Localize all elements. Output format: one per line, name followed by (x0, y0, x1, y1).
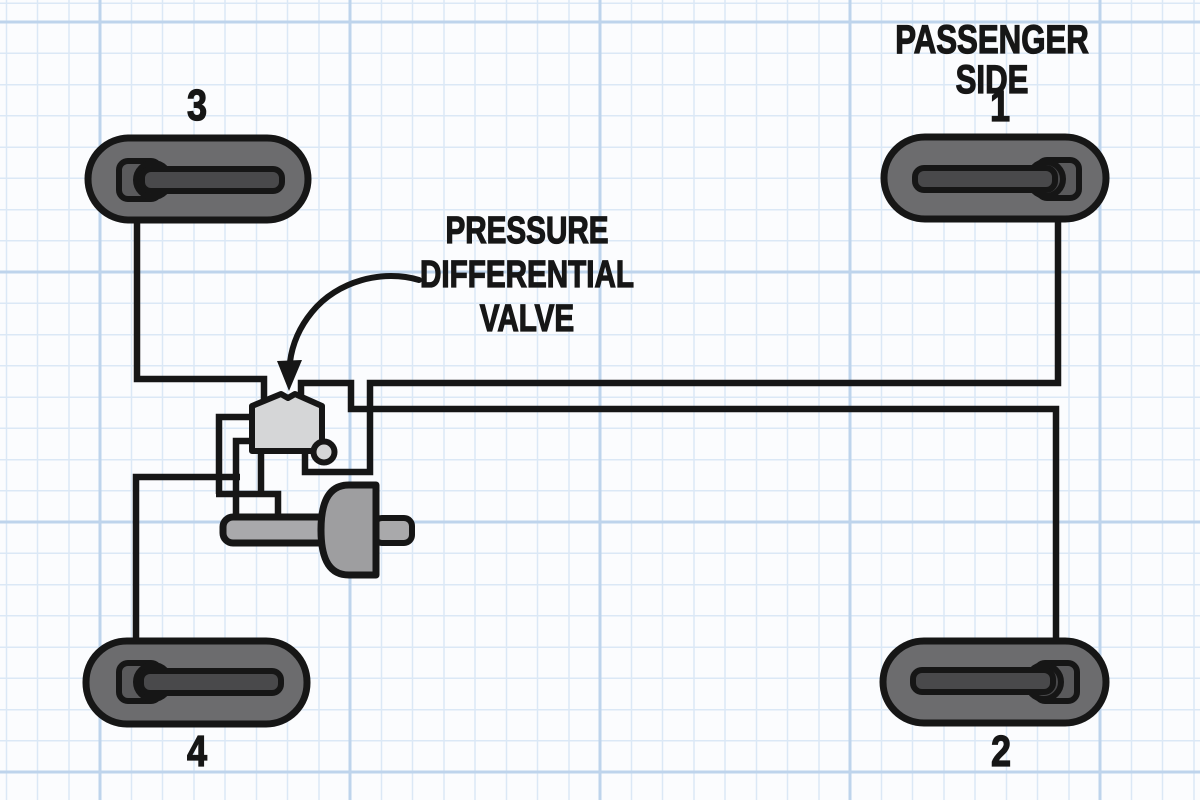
brake-booster (317, 481, 380, 579)
callout-arrow-shaft (287, 273, 422, 365)
wheel-3-label: 3 (186, 81, 208, 130)
master-cylinder (219, 481, 415, 579)
brake-lines (132, 190, 1062, 668)
wheel-2 (879, 637, 1110, 727)
wheel-3-axle-bar (139, 166, 285, 194)
valve-callout-label: PRESSURE DIFFERENTIAL VALVE (419, 209, 635, 340)
valve-body (249, 391, 325, 454)
pressure-differential-valve (249, 391, 338, 466)
wheel-4-label: 4 (186, 727, 208, 776)
brake-line-wheel-2 (297, 379, 1060, 668)
brake-line-wheel-4 (132, 473, 240, 668)
callout-arrow (277, 273, 422, 391)
master-cylinder-outlet (371, 515, 415, 546)
wheel-3 (84, 134, 312, 224)
wheel-4 (82, 637, 311, 728)
valve-port-circle (310, 438, 338, 466)
valve-junction-line-c (232, 437, 253, 517)
wheel-4-axle-bar (138, 668, 284, 696)
wheel-1-axle-bar (912, 165, 1058, 193)
brake-line-wheel-1 (301, 190, 1062, 476)
valve-junction-line-a (215, 413, 253, 494)
callout-arrowhead-icon (277, 360, 302, 391)
brake-line-wheel-3 (133, 197, 268, 403)
wheel-2-label: 2 (990, 727, 1012, 776)
wheel-1-label: 1 (989, 82, 1011, 131)
wheel-1 (880, 133, 1110, 223)
passenger-side-label: PASSENGER SIDE (895, 18, 1090, 102)
wheel-2-axle-bar (910, 667, 1056, 695)
